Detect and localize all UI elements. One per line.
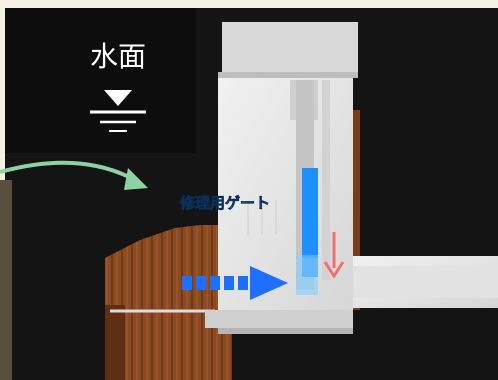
curved-pointer-arrow-icon xyxy=(0,160,148,190)
repair-gate-label: 修理用ゲート xyxy=(179,194,270,212)
tower-cap xyxy=(222,22,358,72)
water-surface-panel xyxy=(5,8,196,153)
water-surface-label: 水面 xyxy=(90,40,146,73)
gate-closing-arrow-icon xyxy=(323,232,345,279)
flow-direction-arrow-icon xyxy=(182,266,288,300)
base-slab xyxy=(205,310,353,328)
water-level-symbol-icon xyxy=(90,90,146,132)
wall-texture xyxy=(247,200,277,235)
base-slab-shadow xyxy=(218,328,353,334)
repair-gate-lower xyxy=(302,255,318,277)
gate-tower xyxy=(218,75,353,315)
soil-embankment xyxy=(105,225,232,380)
repair-gate xyxy=(302,168,318,258)
outlet-inner xyxy=(353,266,498,298)
gate-guide xyxy=(322,80,330,280)
left-photo-strip xyxy=(0,180,12,380)
soil-base xyxy=(105,305,125,380)
tower-cap-edge xyxy=(218,72,358,78)
